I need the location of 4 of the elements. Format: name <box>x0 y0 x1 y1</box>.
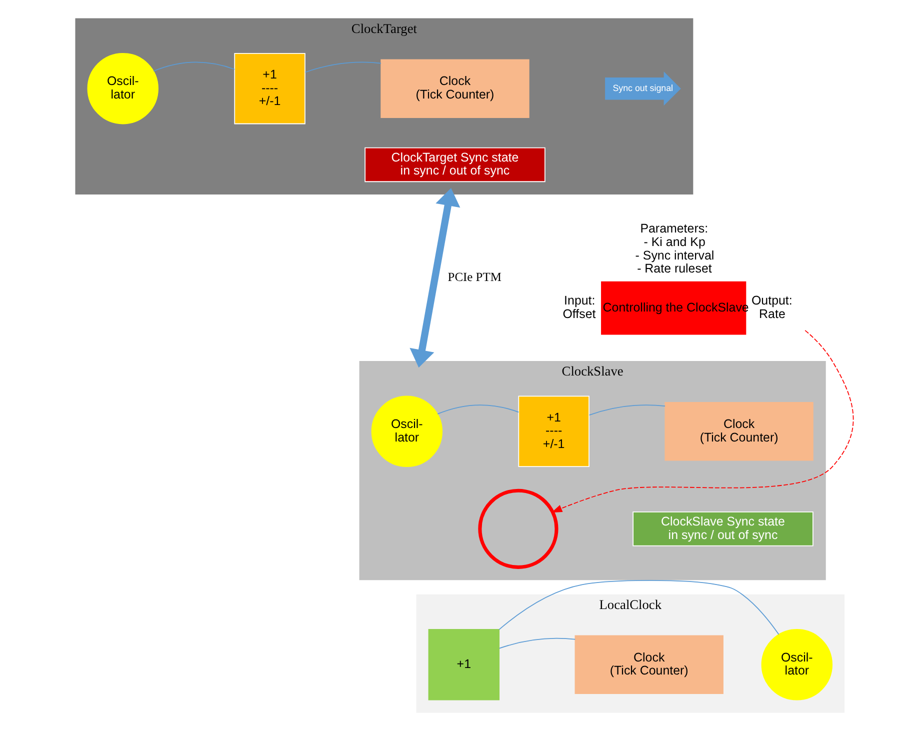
node-label: Input: Offset <box>562 294 596 322</box>
node-label: Output: Rate <box>752 294 792 322</box>
edge-label: PCIe PTM <box>448 270 502 284</box>
node-label: Parameters: - Ki and Kp - Sync interval - Rate ruleset <box>635 222 714 276</box>
